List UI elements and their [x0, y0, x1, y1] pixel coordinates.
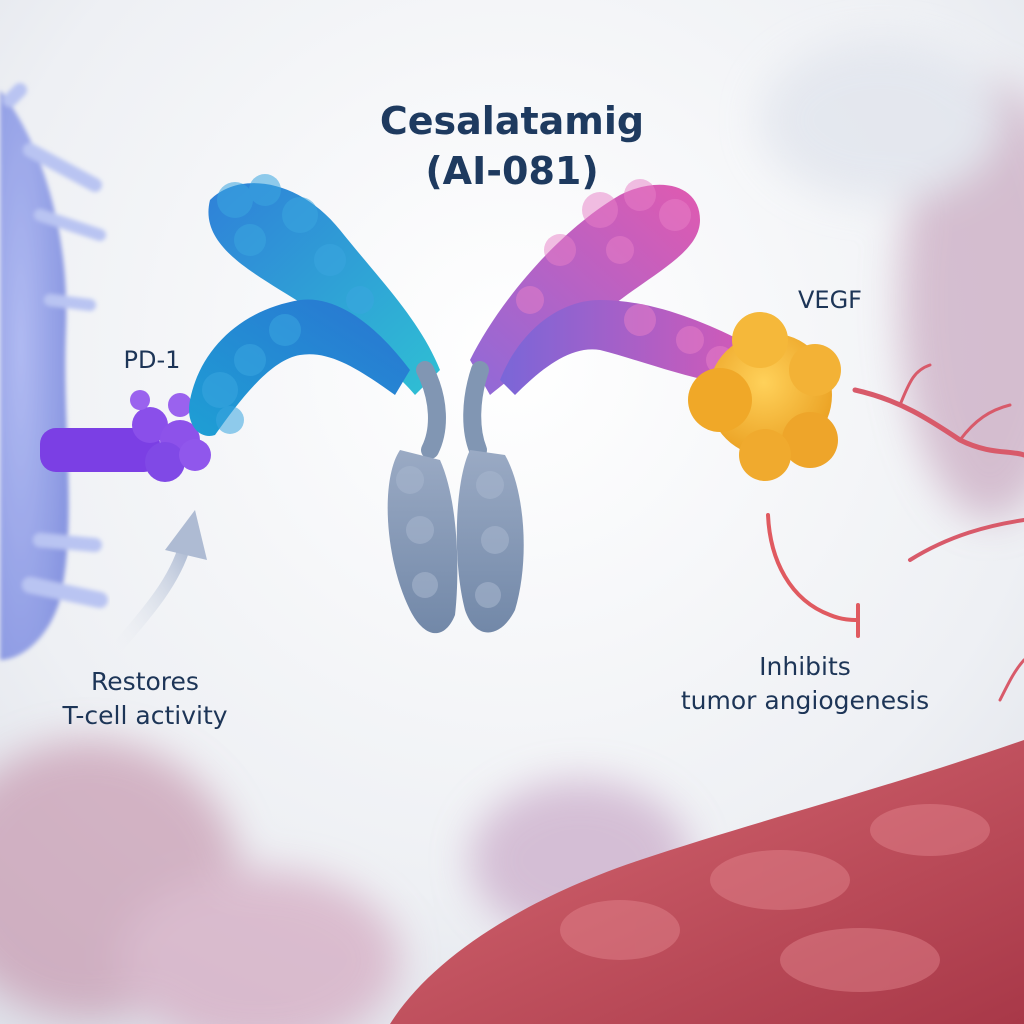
page-title: Cesalatamig (AI-081) — [262, 96, 762, 196]
vegf-label: VEGF — [798, 286, 862, 314]
restores-line-1: Restores — [91, 667, 199, 696]
restores-line-2: T-cell activity — [62, 701, 228, 730]
pd1-receptor — [40, 390, 211, 482]
restores-label: Restores T-cell activity — [20, 665, 270, 733]
title-line-1: Cesalatamig — [379, 99, 645, 143]
blood-vessel — [390, 740, 1024, 1024]
capillaries — [852, 363, 1024, 702]
t-cell — [0, 83, 108, 660]
restore-arrow — [109, 510, 207, 656]
fab-arm-left — [189, 174, 440, 436]
background-blobs — [0, 40, 1024, 1024]
pd1-label: PD-1 — [123, 346, 181, 374]
inhibits-line-1: Inhibits — [759, 652, 851, 681]
vegf-molecule — [688, 312, 841, 481]
inhibit-arrow — [766, 513, 860, 638]
fab-arm-right — [470, 179, 740, 395]
title-line-2: (AI-081) — [425, 149, 599, 193]
inhibits-label: Inhibits tumor angiogenesis — [640, 650, 970, 718]
inhibits-line-2: tumor angiogenesis — [680, 686, 930, 715]
fc-region — [387, 361, 524, 634]
